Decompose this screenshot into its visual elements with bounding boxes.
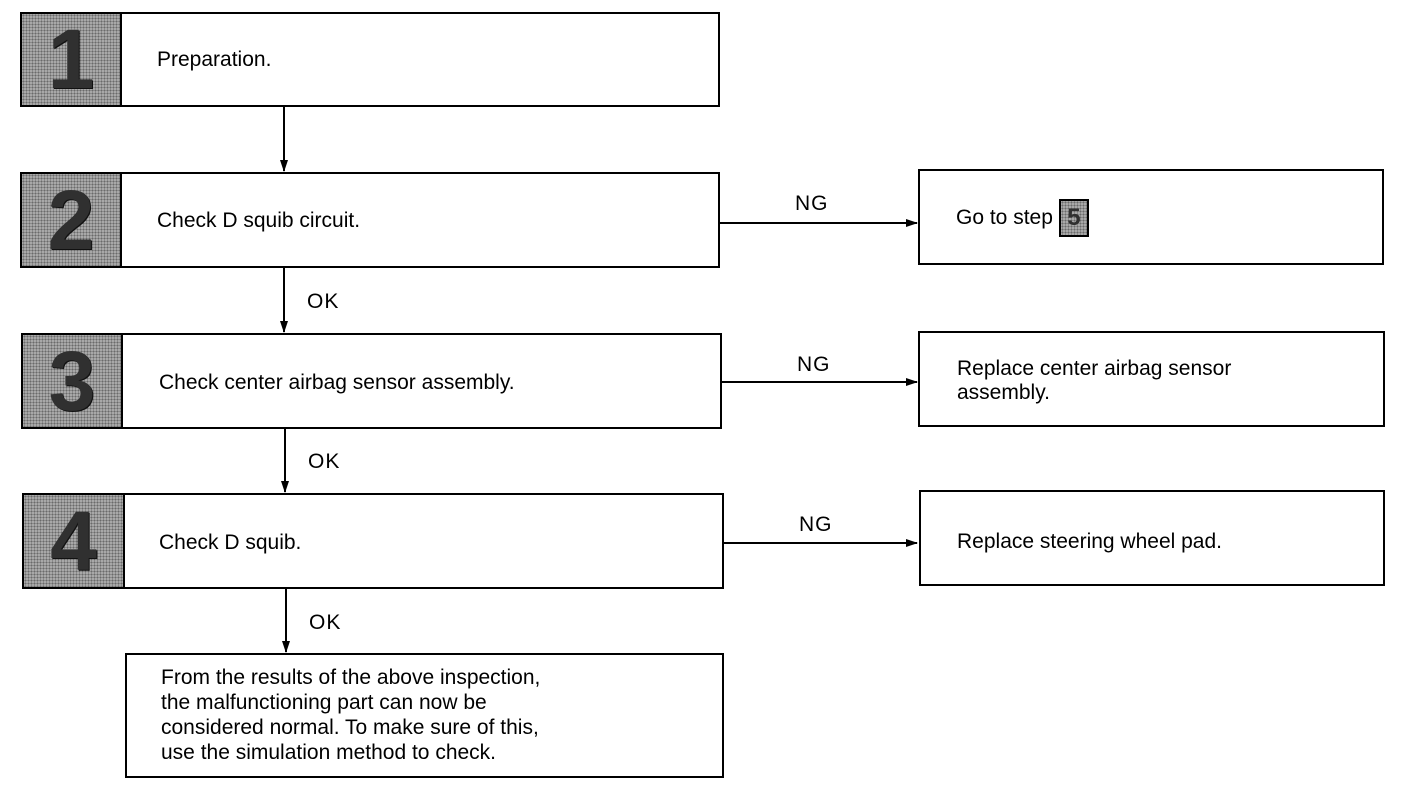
final-line-4: use the simulation method to check. [161,741,497,764]
result-step-3-ng-line-1: Replace center airbag sensor [957,357,1232,380]
step-3-number: 3 [21,333,123,429]
result-step-4-ng-box: Replace steering wheel pad. [919,490,1385,586]
ok-label-step-3: OK [308,450,341,473]
final-result-box: From the results of the above inspection… [125,653,724,778]
step-5-reference: 5 [1058,199,1089,238]
final-line-1: From the results of the above inspection… [161,666,541,689]
step-2-text: Check D squib circuit. [157,209,361,232]
ng-label-step-2: NG [795,192,829,215]
step-4-number: 4 [22,493,125,589]
result-step-3-ng-line-2: assembly. [957,381,1050,404]
final-line-2: the malfunctioning part can now be [161,691,487,714]
result-step-2-ng-text: Go to step [956,206,1053,229]
ng-label-step-3: NG [797,353,831,376]
ok-label-step-2: OK [307,290,340,313]
step-4-text: Check D squib. [159,531,302,554]
result-step-3-ng-box: Replace center airbag sensor assembly. [918,331,1385,427]
ok-label-step-4: OK [309,611,342,634]
step-3-text: Check center airbag sensor assembly. [159,371,515,394]
final-line-3: considered normal. To make sure of this, [161,716,539,739]
step-2-box [20,172,720,268]
step-2-number: 2 [20,172,122,268]
result-step-4-ng-text: Replace steering wheel pad. [957,530,1223,553]
step-1-text: Preparation. [157,48,272,71]
ng-label-step-4: NG [799,513,833,536]
step-1-number: 1 [20,12,122,107]
step-4-box [22,493,724,589]
step-1-box [20,12,720,107]
